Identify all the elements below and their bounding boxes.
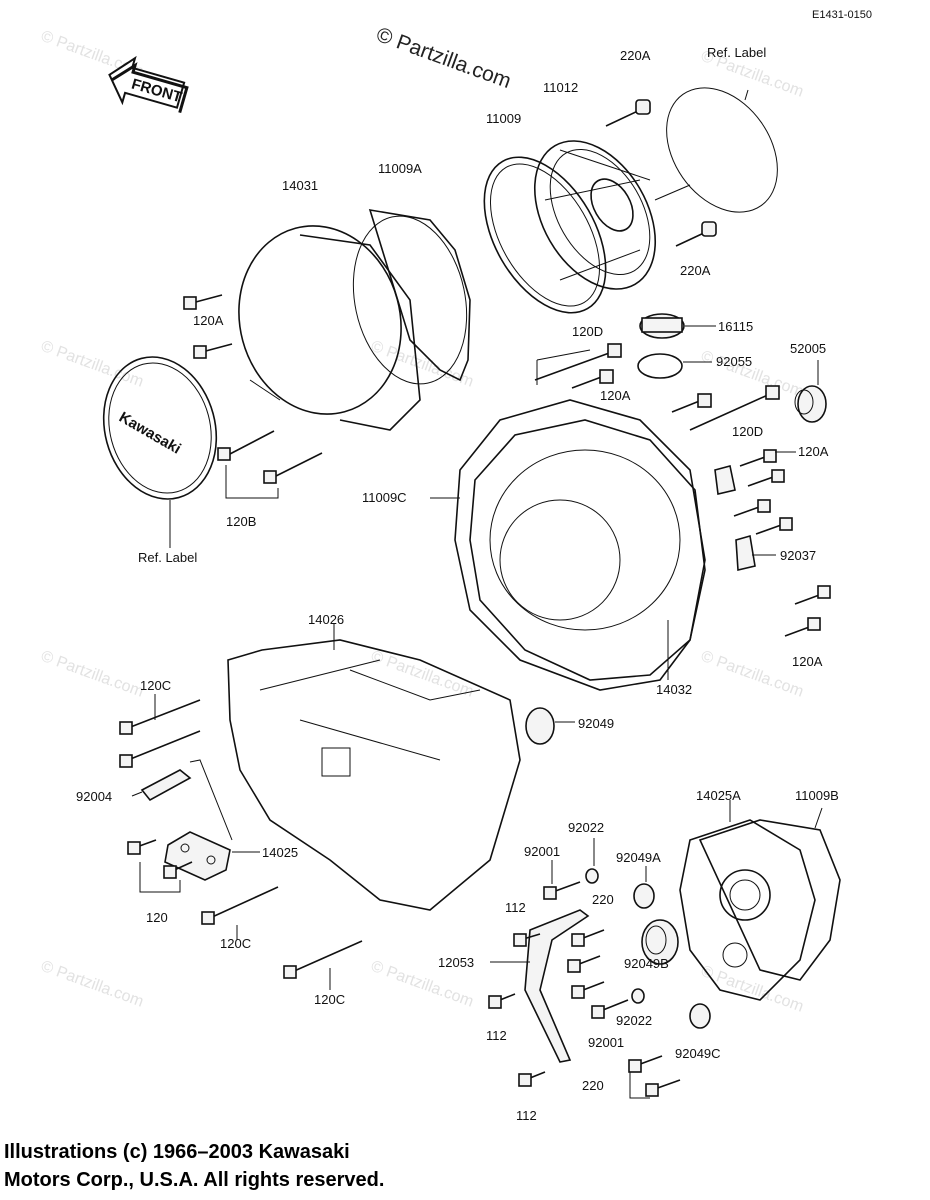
cover-14031 <box>238 225 421 431</box>
watermark: © Partzilla.com <box>699 648 806 701</box>
bolt-220-group-top <box>567 929 605 999</box>
label-11009B: 11009B <box>795 788 839 803</box>
bolt-120D-right <box>689 385 780 431</box>
label-220-bottom: 220 <box>582 1078 604 1093</box>
label-120C-bottom: 120C <box>314 992 345 1007</box>
bolt-120B <box>217 430 323 499</box>
label-120D-right: 120D <box>732 424 763 439</box>
label-92049B: 92049B <box>624 956 669 971</box>
sensor-92004 <box>131 759 233 841</box>
bolt-120C-top <box>119 694 201 768</box>
label-120B: 120B <box>226 514 256 529</box>
cover-14025A <box>679 800 816 1001</box>
label-120A-right2: 120A <box>792 654 823 669</box>
watermark: © Partzilla.com <box>39 958 146 1011</box>
label-ref-label-top: Ref. Label <box>707 45 766 60</box>
watermarks: © Partzilla.com © Partzilla.com © Partzi… <box>39 23 806 1016</box>
ref-label-disc-top <box>666 87 778 213</box>
cover-14026 <box>227 624 521 911</box>
label-120A-left: 120A <box>193 313 224 328</box>
bolt-120A-right-lower <box>784 585 831 637</box>
bolt-120C-mid <box>201 886 279 940</box>
label-92004: 92004 <box>76 789 112 804</box>
label-14025A: 14025A <box>696 788 741 803</box>
label-92049C: 92049C <box>675 1046 721 1061</box>
gasket-11009 <box>483 156 607 314</box>
kawasaki-logo: Kawasaki <box>116 409 184 458</box>
guide-12053 <box>490 909 590 1063</box>
housing-14032 <box>469 419 706 681</box>
bolt-120 <box>127 839 193 893</box>
label-220A-mid: 220A <box>680 263 711 278</box>
label-92037: 92037 <box>780 548 816 563</box>
label-220-top: 220 <box>592 892 614 907</box>
label-11012: 11012 <box>543 80 578 95</box>
label-120C-mid: 120C <box>220 936 251 951</box>
label-11009C: 11009C <box>362 490 407 505</box>
seal-92049C <box>689 1003 711 1029</box>
bolt-220A-top <box>605 99 651 127</box>
label-120A-center: 120A <box>600 388 631 403</box>
copyright-line-1: Illustrations (c) 1966–2003 Kawasaki <box>4 1141 350 1163</box>
bolt-220-group-bottom <box>628 1055 681 1099</box>
label-11009A: 11009A <box>378 161 422 176</box>
bolt-112-mid <box>488 993 516 1009</box>
plate-14025 <box>164 831 260 881</box>
label-112-bottom: 112 <box>516 1108 537 1123</box>
bolt-92001-bottom <box>591 999 629 1019</box>
cover-11012 <box>533 140 691 290</box>
label-120A-right1: 120A <box>798 444 829 459</box>
copyright-notice: Illustrations (c) 1966–2003 Kawasaki Mot… <box>4 1138 384 1194</box>
bolt-120A-left <box>183 294 233 359</box>
bolt-92001-top <box>543 860 581 900</box>
label-120: 120 <box>146 910 168 925</box>
label-14026: 14026 <box>308 612 344 627</box>
gasket-11009A <box>352 208 471 385</box>
bolt-120C-bottom <box>283 940 363 990</box>
copyright-line-2: Motors Corp., U.S.A. All rights reserved… <box>4 1169 385 1191</box>
label-11009: 11009 <box>486 111 521 126</box>
part-labels: Ref. Label 220A 11012 11009 220A 14031 1… <box>76 45 839 1123</box>
washer-92022-bottom <box>631 988 645 1004</box>
seal-92049 <box>525 707 575 745</box>
label-92001-top: 92001 <box>524 844 560 859</box>
diagram-code: E1431-0150 <box>812 9 872 21</box>
bolt-220A-mid <box>675 221 717 247</box>
label-120C-top: 120C <box>140 678 171 693</box>
label-92022-top: 92022 <box>568 820 604 835</box>
label-112-top: 112 <box>505 900 526 915</box>
label-14032: 14032 <box>656 682 692 697</box>
label-92049A: 92049A <box>616 850 661 865</box>
watermark-main: © Partzilla.com <box>373 23 514 93</box>
label-112-mid: 112 <box>486 1028 507 1043</box>
bolt-120D-top <box>534 343 622 385</box>
label-92055: 92055 <box>716 354 752 369</box>
label-120D-top: 120D <box>572 324 603 339</box>
washer-92022-top <box>585 838 599 884</box>
label-220A-top: 220A <box>620 48 651 63</box>
bolt-120A-right-group <box>733 449 796 535</box>
label-16115: 16115 <box>718 319 753 334</box>
o-ring-92055 <box>637 353 712 379</box>
label-14031: 14031 <box>282 178 318 193</box>
seal-92049A <box>633 866 655 909</box>
label-92001-bottom: 92001 <box>588 1035 624 1050</box>
label-52005: 52005 <box>790 341 826 356</box>
oil-cap-16115 <box>639 313 716 339</box>
seal-52005 <box>794 360 827 423</box>
bolt-112-bottom <box>518 1071 546 1087</box>
label-12053: 12053 <box>438 955 474 970</box>
seal-92049B <box>641 919 679 965</box>
bolt-112-top <box>513 933 541 947</box>
label-92022-bottom: 92022 <box>616 1013 652 1028</box>
watermark: © Partzilla.com <box>369 648 476 701</box>
bolt-120A-center <box>571 369 712 413</box>
watermark: © Partzilla.com <box>39 648 146 701</box>
gasket-11009B <box>698 807 841 981</box>
label-ref-label-left: Ref. Label <box>138 550 197 565</box>
label-92049: 92049 <box>578 716 614 731</box>
clamp-92037 <box>714 465 776 571</box>
label-14025: 14025 <box>262 845 298 860</box>
